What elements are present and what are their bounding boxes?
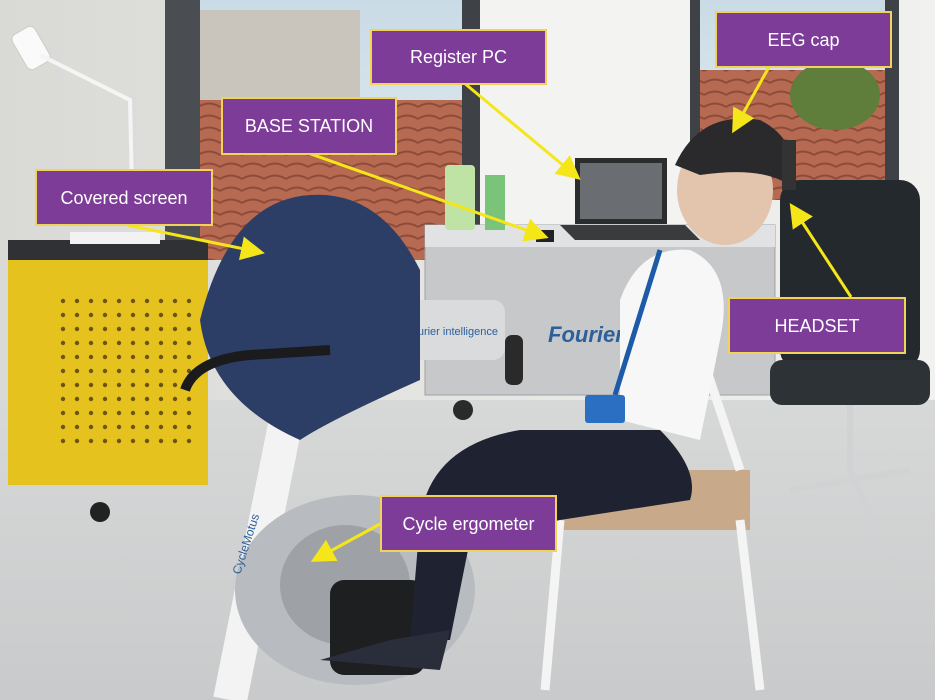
lamp-head <box>11 25 51 71</box>
lamp-arm <box>39 53 134 191</box>
headset-label: HEADSET <box>728 297 906 354</box>
eeg-cap-shape <box>675 118 796 190</box>
participant-legs <box>410 430 692 640</box>
bike-control-panel <box>395 300 505 360</box>
tree <box>790 60 880 130</box>
bike-panel-logo: Fourier intelligence <box>405 326 498 338</box>
bike-handlebar <box>180 345 331 392</box>
cycle-ergometer-label: Cycle ergometer <box>380 495 557 552</box>
register-pc-label: Register PC <box>370 29 547 85</box>
cabinet-wheel <box>90 502 110 522</box>
covered-screen-label: Covered screen <box>35 169 213 226</box>
office-chair-seat <box>770 360 930 405</box>
trunk-wheel <box>453 400 473 420</box>
trunk-logo: Fourier <box>548 322 625 347</box>
badge-holder <box>585 395 625 423</box>
bottle <box>445 165 475 230</box>
cabinet-paper <box>70 232 160 244</box>
base-station-label: BASE STATION <box>221 97 397 155</box>
outside-building <box>200 10 360 100</box>
laptop-screen <box>580 163 662 219</box>
cabinet-perforation <box>55 290 195 445</box>
eeg-headset-unit <box>782 140 796 190</box>
bike-handle <box>505 335 523 385</box>
bottle <box>485 175 505 230</box>
lanyard <box>612 249 663 396</box>
participant-shoe <box>320 630 450 670</box>
laptop-keyboard <box>560 225 700 240</box>
office-chair-base <box>789 405 911 542</box>
window-frame-right <box>690 0 700 220</box>
base-station-device <box>536 230 554 242</box>
eeg-cap-label: EEG cap <box>715 11 892 68</box>
